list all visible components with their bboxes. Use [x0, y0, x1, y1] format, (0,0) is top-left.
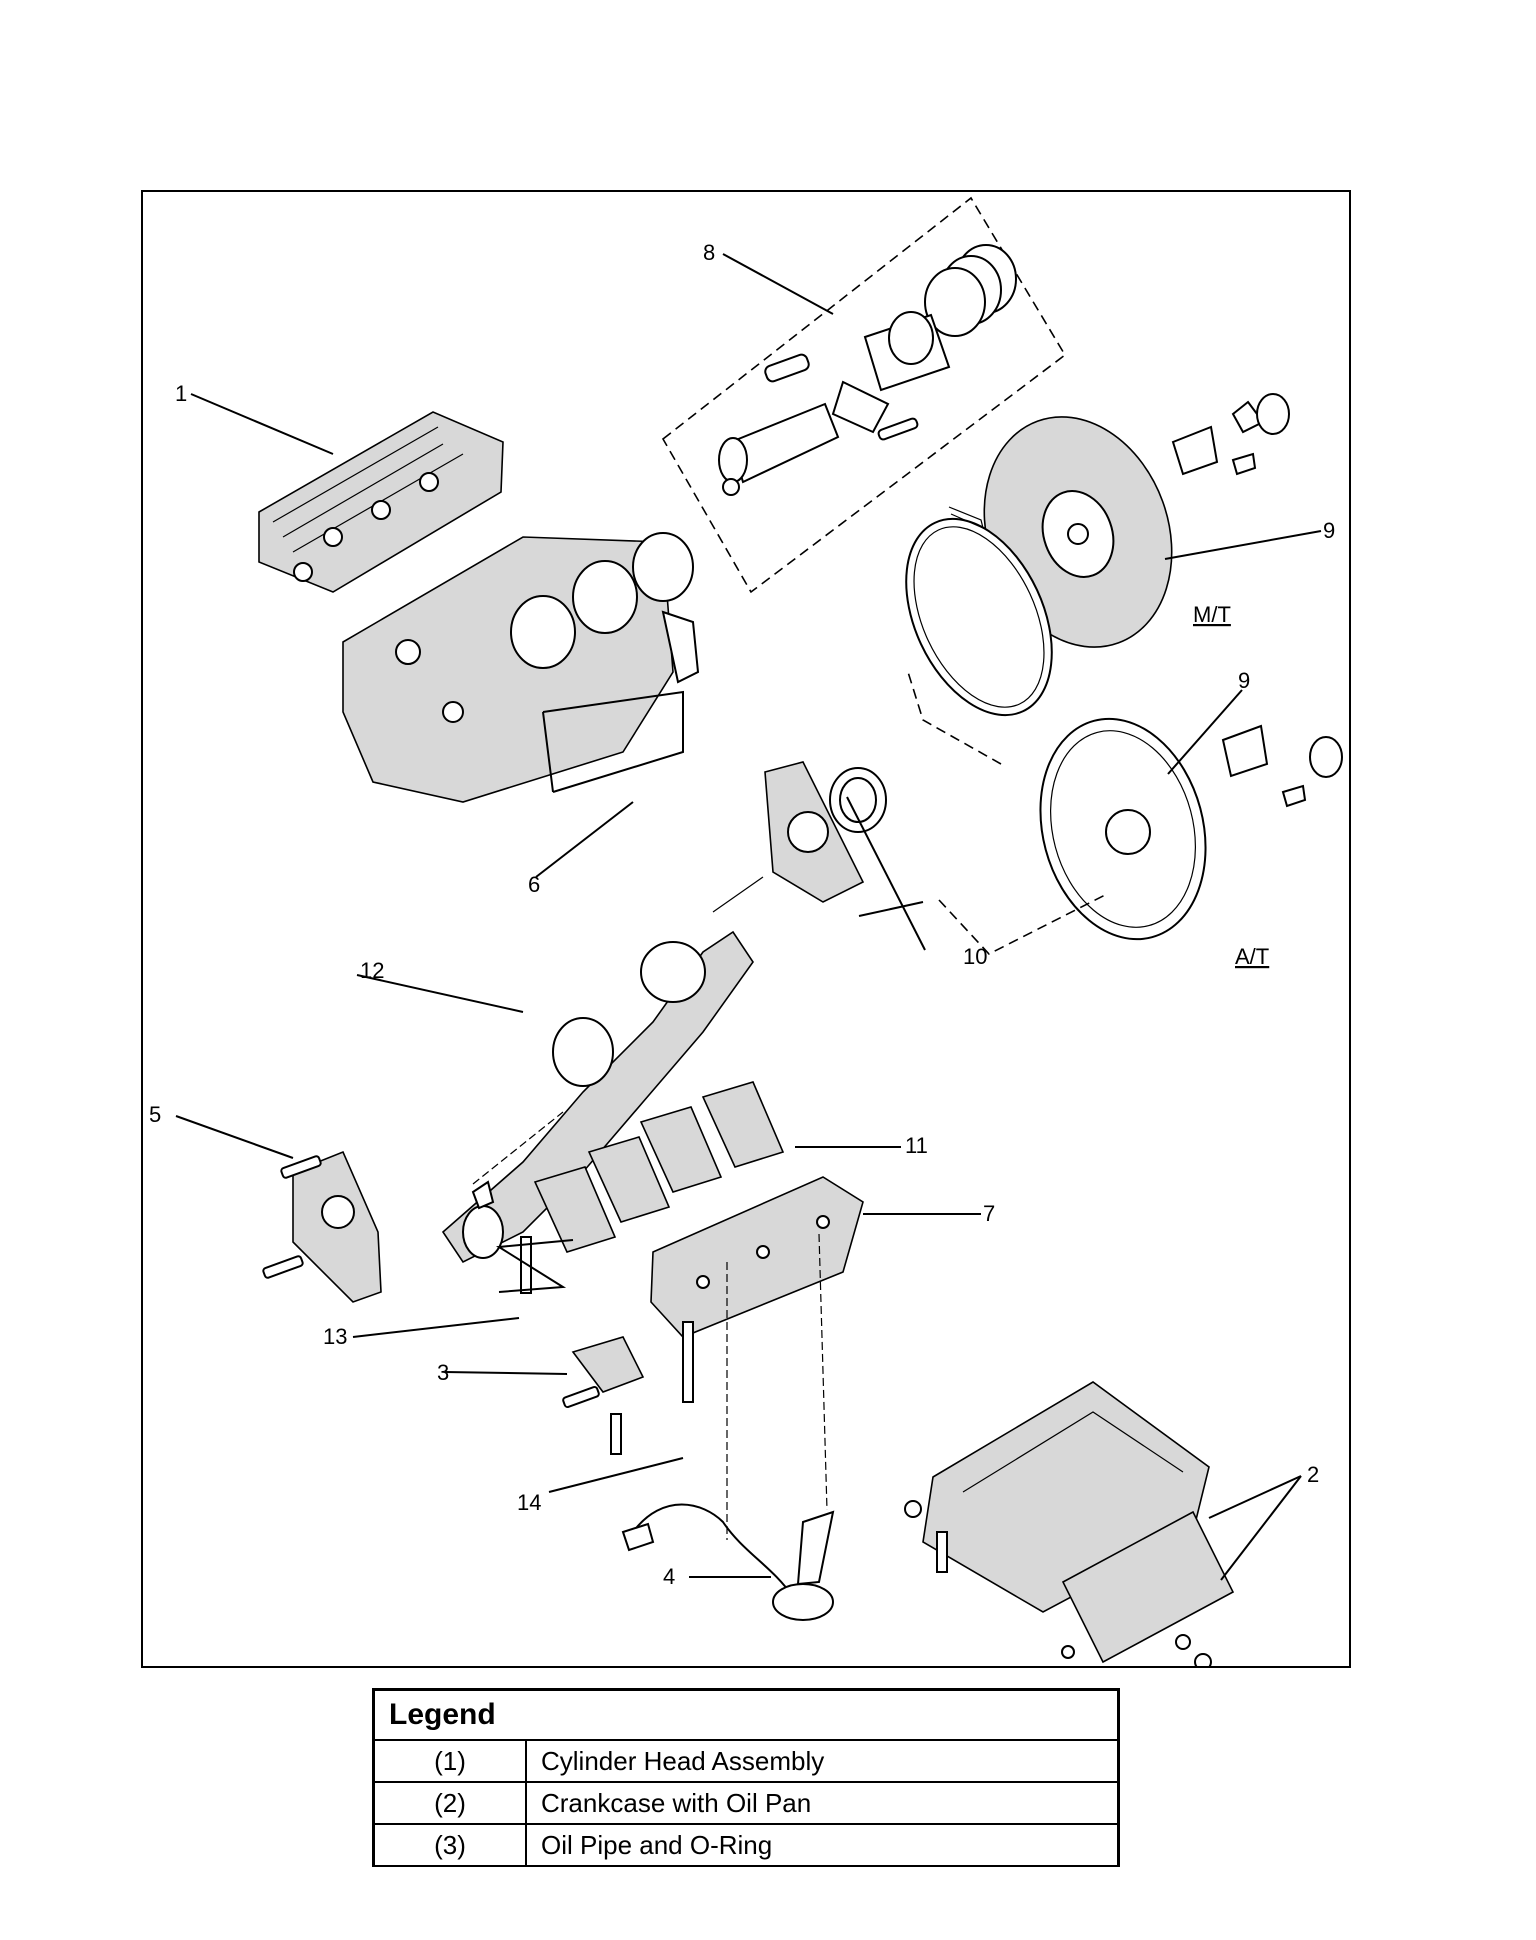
callout-10: 10: [963, 944, 987, 969]
legend-number: (1): [372, 1739, 527, 1783]
legend-description: Cylinder Head Assembly: [525, 1739, 1120, 1783]
callout-9-mt: 9: [1323, 518, 1335, 543]
callout-4: 4: [663, 1564, 675, 1589]
engine-parts-drawing: 1 8 9 M/T 9 A/T 6 10 12 5 11 7 13 3 14 4…: [149, 196, 1343, 1666]
legend-description: Crankcase with Oil Pan: [525, 1781, 1120, 1825]
drive-plate-at: [1039, 717, 1343, 941]
leader-lines: [175, 253, 1322, 1581]
callout-11: 11: [905, 1133, 928, 1158]
callout-5: 5: [149, 1102, 161, 1127]
legend-row: (2) Crankcase with Oil Pan: [372, 1781, 1120, 1825]
rear-oil-seal-retainer: [764, 761, 924, 917]
label-at: A/T: [1235, 944, 1269, 969]
ring-gear: [905, 506, 1053, 717]
exploded-view-diagram: 1 8 9 M/T 9 A/T 6 10 12 5 11 7 13 3 14 4…: [141, 190, 1351, 1668]
front-cover-oil-pump: [262, 1150, 382, 1303]
crankshaft: [441, 930, 754, 1264]
legend-number: (2): [372, 1781, 527, 1825]
legend-header-row: Legend: [372, 1688, 1120, 1741]
oil-pan: [904, 1381, 1235, 1666]
callout-8: 8: [703, 240, 715, 265]
callout-7: 7: [983, 1201, 995, 1226]
legend-title: Legend: [372, 1688, 1120, 1741]
callout-1: 1: [175, 381, 187, 406]
legend-description: Oil Pipe and O-Ring: [525, 1823, 1120, 1867]
bedplate: [650, 1176, 864, 1338]
oil-strainer: [621, 1503, 835, 1621]
callout-6: 6: [528, 872, 540, 897]
callout-14: 14: [517, 1490, 541, 1515]
callout-12: 12: [360, 958, 384, 983]
legend-row: (3) Oil Pipe and O-Ring: [372, 1823, 1120, 1867]
piston-connecting-rod-group: [661, 196, 1067, 594]
main-bearing-caps: [533, 1081, 785, 1253]
legend-table: Legend (1) Cylinder Head Assembly (2) Cr…: [372, 1688, 1120, 1867]
cylinder-block: [342, 532, 700, 803]
callout-3: 3: [437, 1360, 449, 1385]
callout-9-at: 9: [1238, 668, 1250, 693]
callout-13: 13: [323, 1324, 347, 1349]
callout-2: 2: [1307, 1462, 1319, 1487]
label-mt: M/T: [1193, 602, 1231, 627]
legend-row: (1) Cylinder Head Assembly: [372, 1739, 1120, 1783]
cylinder-head-assembly: [258, 411, 504, 593]
legend-number: (3): [372, 1823, 527, 1867]
